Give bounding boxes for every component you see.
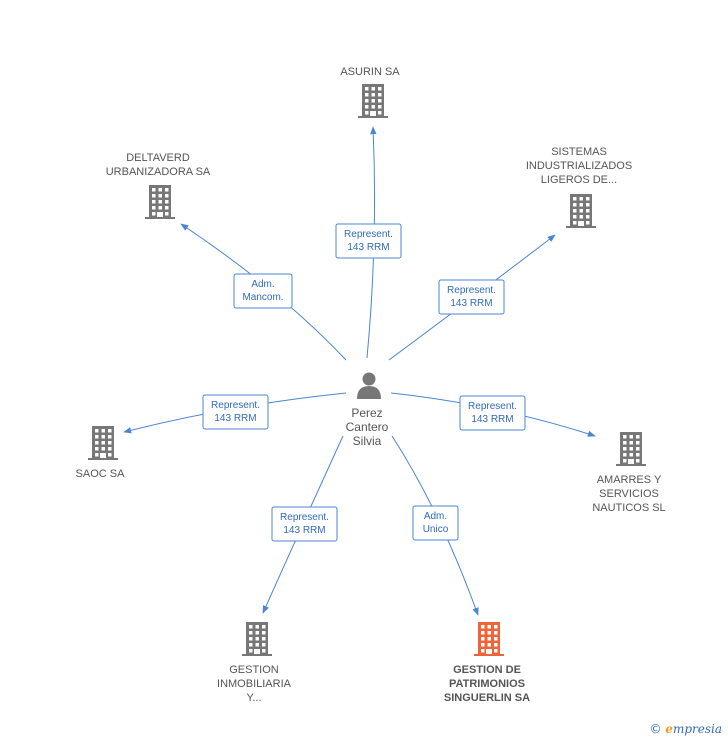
- company-label-gestion-patrimonios[interactable]: GESTION DE: [453, 664, 521, 676]
- building-icon[interactable]: [358, 84, 388, 118]
- relation-label-line: Represent.: [280, 512, 329, 523]
- relation-label-deltaverd[interactable]: Adm. Mancom.: [233, 273, 293, 309]
- company-label-deltaverd[interactable]: DELTAVERD: [126, 152, 190, 164]
- relation-label-line: Represent.: [344, 229, 393, 240]
- company-label-sistemas[interactable]: SISTEMAS: [551, 146, 607, 158]
- brand-name: mpresia: [672, 722, 722, 736]
- building-icon[interactable]: [88, 426, 118, 460]
- company-label-gestion-patrimonios[interactable]: PATRIMONIOS: [449, 678, 525, 690]
- relation-label-line: 143 RRM: [471, 414, 513, 425]
- copyright-symbol: ©: [649, 722, 662, 736]
- company-label-gestion-inmobiliaria[interactable]: INMOBILIARIA: [217, 678, 292, 690]
- company-label-amarres[interactable]: AMARRES Y: [597, 474, 662, 486]
- relation-label-line: Mancom.: [242, 292, 283, 303]
- relation-label-line: Represent.: [447, 285, 496, 296]
- brand-footer[interactable]: © empresia: [649, 722, 722, 736]
- building-icon[interactable]: [616, 432, 646, 466]
- relation-label-line: Adm.: [424, 511, 447, 522]
- relation-label-line: 143 RRM: [450, 298, 492, 309]
- company-label-gestion-inmobiliaria[interactable]: Y...: [246, 692, 261, 704]
- relation-label-sistemas[interactable]: Represent. 143 RRM: [438, 279, 505, 315]
- relation-label-line: Adm.: [251, 279, 274, 290]
- person-name-line[interactable]: Perez: [351, 406, 382, 420]
- building-icon[interactable]: [242, 622, 272, 656]
- company-label-sistemas[interactable]: INDUSTRIALIZADOS: [526, 160, 632, 172]
- person-name-line[interactable]: Silvia: [353, 434, 382, 448]
- relation-label-line: 143 RRM: [347, 242, 389, 253]
- relation-label-line: Represent.: [211, 400, 260, 411]
- relation-label-asurin[interactable]: Represent. 143 RRM: [335, 223, 402, 259]
- company-label-amarres[interactable]: NAUTICOS SL: [592, 502, 665, 514]
- relation-label-gestion-patrimonios[interactable]: Adm. Unico: [412, 505, 459, 541]
- company-label-saoc[interactable]: SAOC SA: [76, 468, 126, 480]
- company-label-deltaverd[interactable]: URBANIZADORA SA: [106, 166, 211, 178]
- relation-label-line: 143 RRM: [214, 413, 256, 424]
- relation-label-line: Represent.: [468, 401, 517, 412]
- relation-label-gestion-inmobiliaria[interactable]: Represent. 143 RRM: [271, 506, 338, 542]
- company-label-gestion-patrimonios[interactable]: SINGUERLIN SA: [444, 692, 530, 704]
- building-icon[interactable]: [474, 622, 504, 656]
- building-icon[interactable]: [145, 185, 175, 219]
- building-icon[interactable]: [566, 194, 596, 228]
- relation-label-line: Unico: [423, 524, 449, 535]
- company-label-asurin[interactable]: ASURIN SA: [340, 66, 400, 78]
- relation-label-saoc[interactable]: Represent. 143 RRM: [202, 394, 269, 430]
- company-label-gestion-inmobiliaria[interactable]: GESTION: [229, 664, 279, 676]
- person-name-line[interactable]: Cantero: [346, 420, 389, 434]
- relation-label-amarres[interactable]: Represent. 143 RRM: [459, 395, 526, 431]
- company-label-amarres[interactable]: SERVICIOS: [599, 488, 659, 500]
- brand-initial: e: [665, 722, 673, 736]
- person-icon[interactable]: [357, 372, 381, 400]
- company-label-sistemas[interactable]: LIGEROS DE...: [541, 174, 617, 186]
- relation-label-line: 143 RRM: [283, 525, 325, 536]
